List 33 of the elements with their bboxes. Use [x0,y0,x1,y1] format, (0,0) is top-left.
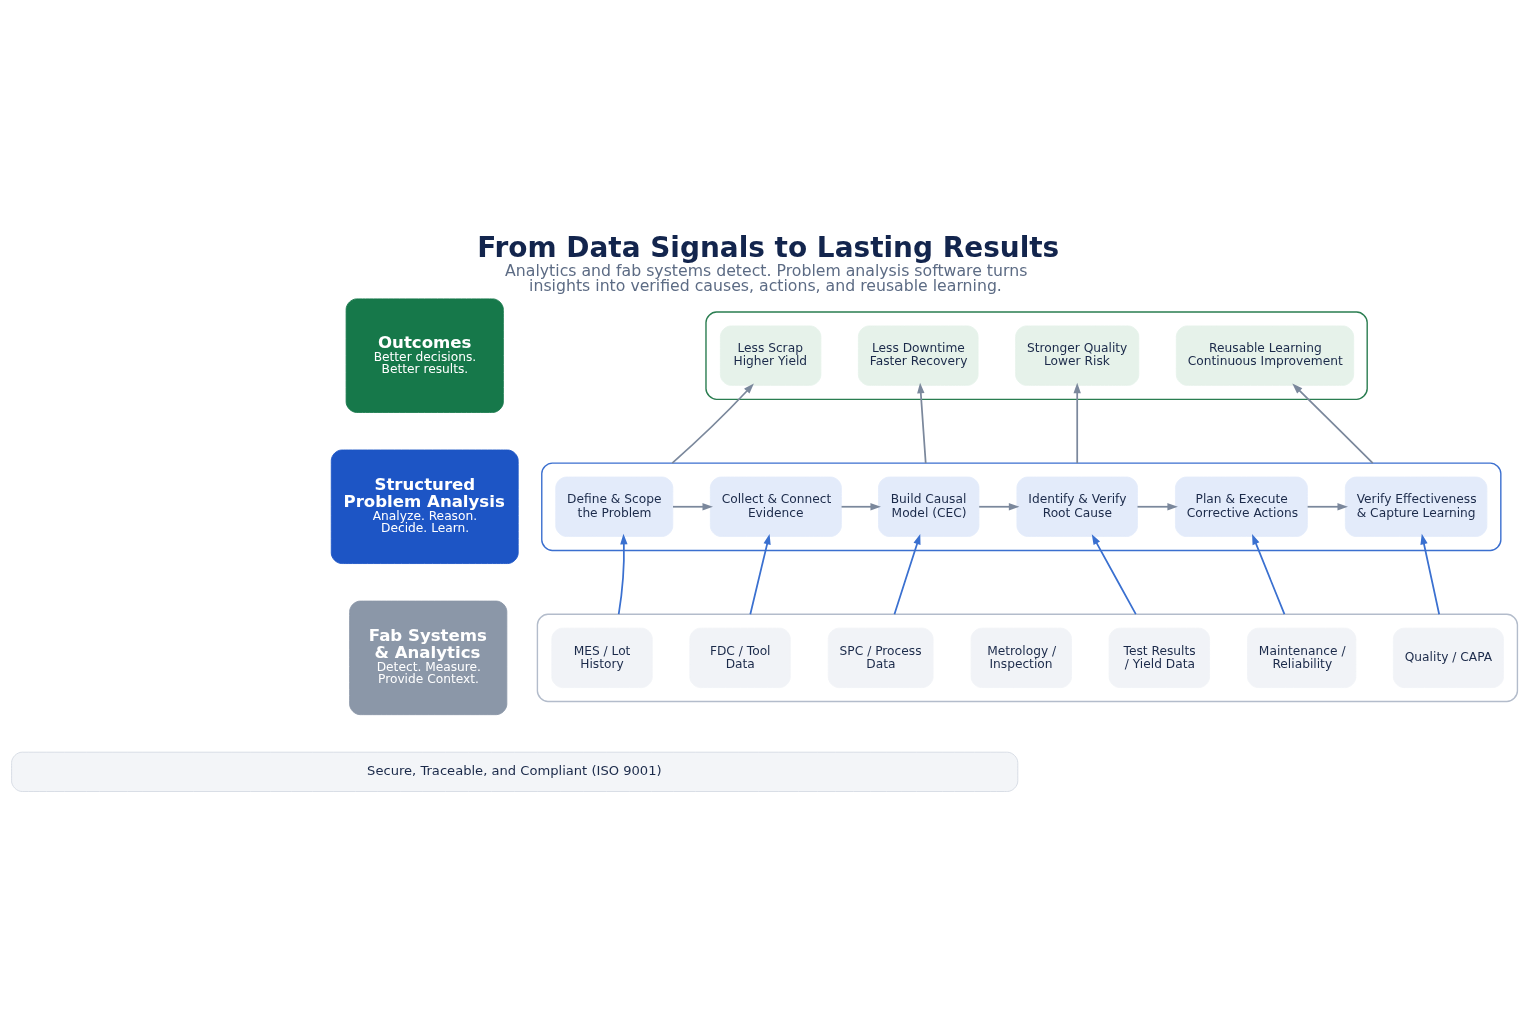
node-box: Verify Effectiveness & Capture Learning [1344,476,1488,537]
node-box: Outcomes Better decisions. Better results. [345,298,504,413]
node-box: Less Downtime Faster Recovery [857,325,979,386]
arrow [917,382,927,464]
arrow [978,503,1020,511]
node-box: Identify & Verify Root Cause [1016,476,1138,537]
node-box: Collect & Connect Evidence [709,476,842,537]
diagram-title: From Data Signals to Lasting Results [477,231,1060,265]
node-box: Secure, Traceable, and Compliant (ISO 9001) [11,751,1019,792]
node-box: Structured Problem Analysis Analyze. Reason. Decide. Learn. [330,449,519,564]
arrow [1292,383,1374,464]
node-box: Reusable Learning Continuous Improvement [1175,325,1355,386]
cluster [541,462,1502,552]
node-box: Plan & Execute Corrective Actions [1175,476,1308,537]
arrow [1073,382,1081,464]
arrow [893,533,921,616]
node-box: Less Scrap Higher Yield [719,325,822,386]
arrow [749,533,771,616]
cluster [705,311,1368,400]
arrow [617,533,628,616]
node-box: Fab Systems & Analytics Detect. Measure. Provide Context. [349,600,508,716]
node-box: Stronger Quality Lower Risk [1015,325,1140,386]
cluster [536,613,1519,703]
arrow [840,503,881,511]
arrow [672,503,713,511]
arrow [1091,534,1137,616]
arrow [671,383,754,464]
node-box: Build Causal Model (CEC) [878,476,980,537]
arrow [1420,533,1441,616]
arrow [1306,503,1348,511]
arrow [1136,503,1178,511]
node-box: Define & Scope the Problem [555,476,674,537]
arrow [1252,534,1286,616]
